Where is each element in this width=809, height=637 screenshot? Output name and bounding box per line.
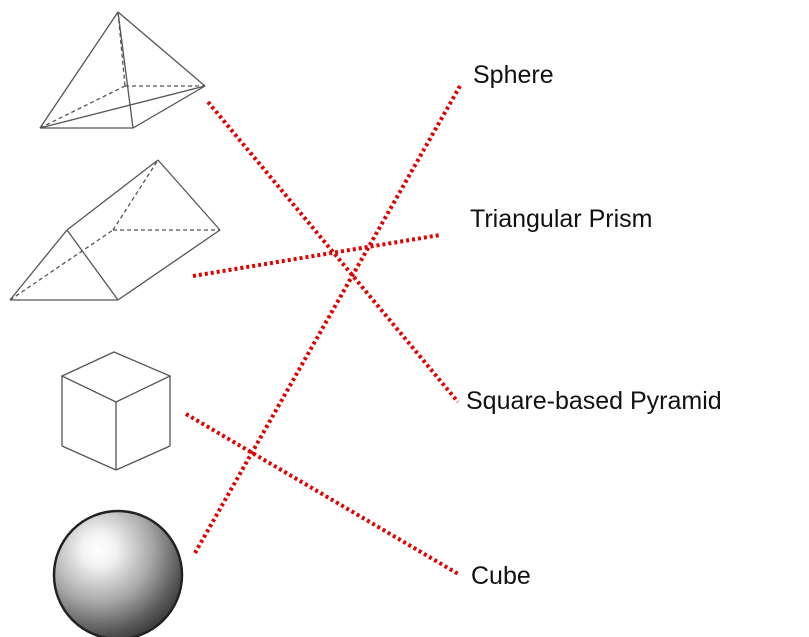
triangular-prism-shape	[9, 159, 221, 301]
label-triangular-prism: Triangular Prism	[470, 205, 653, 233]
match-line-prism	[192, 233, 441, 278]
label-cube: Cube	[471, 562, 531, 590]
label-square-based-pyramid: Square-based Pyramid	[466, 387, 722, 415]
pyramid-shape	[39, 11, 206, 129]
match-line-sphere	[193, 85, 462, 554]
match-line-pyramid	[206, 100, 460, 404]
label-sphere: Sphere	[473, 61, 554, 89]
sphere-shape	[52, 509, 184, 637]
match-line-cube	[184, 412, 462, 577]
cube-shape	[60, 351, 172, 471]
